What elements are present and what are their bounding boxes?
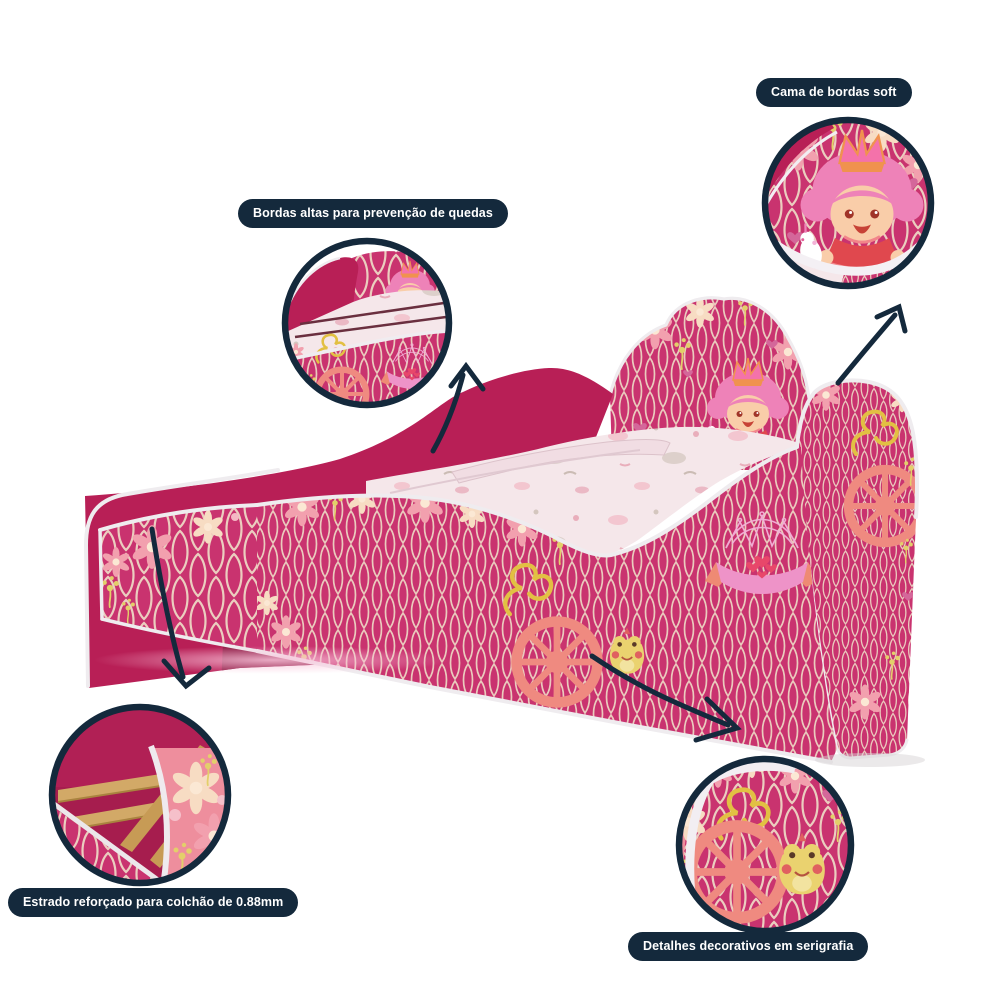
detail-circle-high-border bbox=[281, 237, 453, 409]
carriage-wheel-print bbox=[517, 622, 598, 703]
detail-circle-serigraphy bbox=[675, 755, 855, 935]
callout-pill-high-border: Bordas altas para prevenção de quedas bbox=[238, 199, 508, 228]
callout-pill-slat-base: Estrado reforçado para colchão de 0.88mm bbox=[8, 888, 299, 917]
curved-arrow-to-serigraphy-circle bbox=[589, 653, 742, 743]
floor-glow bbox=[94, 646, 450, 674]
headboard-panel bbox=[608, 296, 811, 470]
curved-arrow-to-high-border-circle bbox=[430, 361, 486, 454]
curved-arrow-to-slat-circle bbox=[149, 526, 212, 690]
callout-pill-serigraphy: Detalhes decorativos em serigrafia bbox=[628, 932, 869, 961]
detail-circle-slat-base bbox=[48, 703, 232, 887]
detail-circle-soft-border bbox=[761, 116, 935, 290]
bed bbox=[83, 296, 925, 767]
folded-sheet bbox=[451, 438, 671, 484]
footboard-panel bbox=[98, 503, 259, 653]
callout-pill-soft-border: Cama de bordas soft bbox=[756, 78, 912, 107]
floor-shadow bbox=[815, 753, 925, 767]
mattress bbox=[366, 426, 798, 556]
annotation-arrows bbox=[149, 303, 908, 743]
curved-arrow-to-soft-border-circle bbox=[835, 303, 908, 386]
